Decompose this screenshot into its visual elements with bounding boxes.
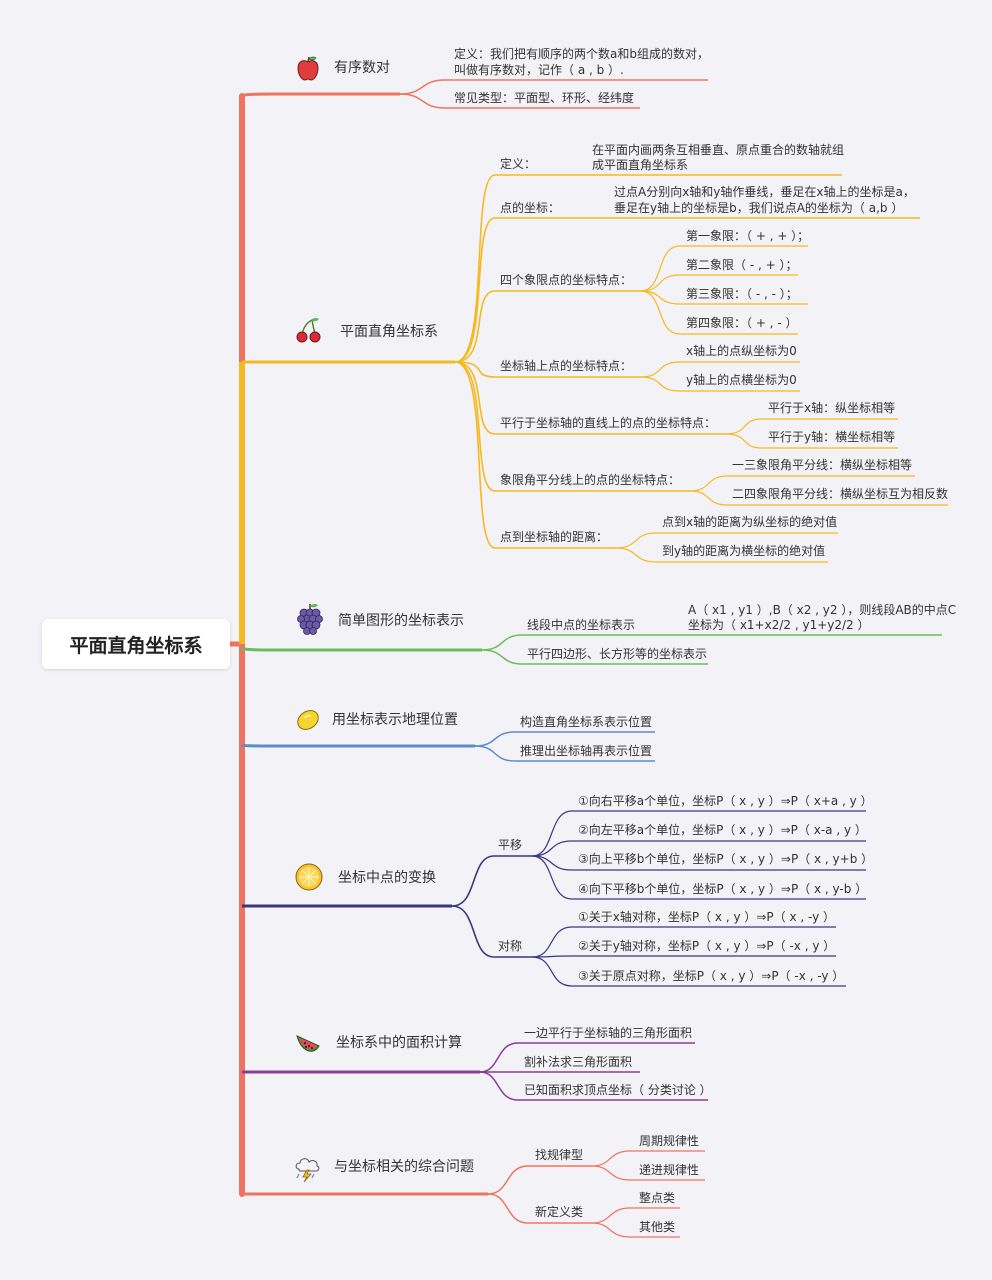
branch-label-simple-shapes[interactable]: 简单图形的坐标表示 (338, 613, 464, 629)
shapes-parallelogram: 平行四边形、长方形等的坐标表示 (527, 647, 708, 661)
storm-cloud-icon (295, 1158, 320, 1183)
ordered-pair-definition-line-1: 定义：我们把有顺序的两个数a和b组成的数对， (454, 47, 709, 61)
branch-label-area[interactable]: 坐标系中的面积计算 (336, 1035, 462, 1051)
pattern-progressive: 递进规律性 (639, 1163, 700, 1177)
symmetry-x-axis: ①关于x轴对称，坐标P（ x , y ）⇒P（ x , -y ） (578, 910, 836, 924)
cs-quadrant-label[interactable]: 四个象限点的坐标特点： (500, 273, 633, 287)
watermelon-icon (296, 1035, 320, 1052)
ordered-pair-definition-line-2: 叫做有序数对，记作（ a , b ）. (454, 63, 624, 77)
new-definition-other: 其他类 (639, 1220, 676, 1234)
area-find-vertex: 已知面积求顶点坐标（ 分类讨论 ） (524, 1083, 712, 1097)
lemon-icon (297, 710, 319, 730)
quadrant-4: 第四象限：（ + , - ） (686, 316, 798, 330)
translate-up: ③向上平移b个单位，坐标P（ x , y ）⇒P（ x , y+b ） (578, 852, 874, 866)
symmetry-origin: ③关于原点对称，坐标P（ x , y ）⇒P（ -x , -y ） (578, 969, 845, 983)
area-parallel-side-triangle: 一边平行于坐标轴的三角形面积 (524, 1026, 693, 1040)
branch-label-comprehensive[interactable]: 与坐标相关的综合问题 (334, 1159, 474, 1175)
comprehensive-pattern-label[interactable]: 找规律型 (535, 1148, 584, 1162)
quadrant-3: 第三象限：（ - , - ）； (686, 287, 798, 301)
axis-point-x: x轴上的点纵坐标为0 (686, 344, 797, 358)
branch-label-ordered-pair[interactable]: 有序数对 (334, 60, 390, 76)
shapes-midpoint-detail-2: 坐标为（ x1+x2/2 , y1+y2/2 ） (688, 618, 870, 632)
branch-label-transform[interactable]: 坐标中点的变换 (338, 870, 436, 886)
cs-point-coordinate-detail-2: 垂足在y轴上的坐标是b，我们说点A的坐标为（ a,b ） (614, 201, 904, 215)
branch-label-coordinate-system[interactable]: 平面直角坐标系 (340, 324, 438, 340)
cs-point-coordinate-detail-1: 过点A分别向x轴和y轴作垂线，垂足在x轴上的坐标是a， (614, 185, 915, 199)
translate-down: ④向下平移b个单位，坐标P（ x , y ）⇒P（ x , y-b ） (578, 882, 868, 896)
quadrant-2: 第二象限（ - , + ）； (686, 258, 798, 272)
quadrant-1: 第一象限：（ + , + ）； (686, 229, 810, 243)
ordered-pair-types: 常见类型：平面型、环形、经纬度 (454, 91, 635, 105)
translate-right: ①向右平移a个单位，坐标P（ x , y ）⇒P（ x+a , y ） (578, 794, 873, 808)
axis-point-y: y轴上的点横坐标为0 (686, 373, 797, 387)
transform-translate-label[interactable]: 平移 (498, 838, 523, 852)
bisector-1-3: 一三象限角平分线：横纵坐标相等 (732, 458, 913, 472)
cherry-icon (296, 318, 321, 343)
orange-slice-icon (295, 863, 323, 891)
branch-label-geo-location[interactable]: 用坐标表示地理位置 (332, 712, 458, 728)
parallel-y: 平行于y轴：横坐标相等 (768, 430, 896, 444)
apple-icon (297, 56, 319, 81)
geo-infer-axes: 推理出坐标轴再表示位置 (520, 744, 653, 758)
distance-x-axis: 点到x轴的距离为纵坐标的绝对值 (662, 515, 838, 529)
grapes-icon (297, 604, 323, 635)
shapes-midpoint-label[interactable]: 线段中点的坐标表示 (527, 618, 636, 632)
cs-definition-detail-2: 成平面直角坐标系 (592, 158, 689, 172)
comprehensive-new-definition-label[interactable]: 新定义类 (535, 1205, 584, 1219)
transform-symmetry-label[interactable]: 对称 (498, 939, 523, 953)
cs-bisector-label[interactable]: 象限角平分线上的点的坐标特点： (500, 473, 681, 487)
cs-parallel-line-label[interactable]: 平行于坐标轴的直线上的点的坐标特点： (500, 416, 717, 430)
root-node[interactable]: 平面直角坐标系 (42, 619, 230, 669)
distance-y-axis: 到y轴的距离为横坐标的绝对值 (662, 544, 826, 558)
cs-definition-label[interactable]: 定义： (500, 157, 537, 171)
area-cut-fill-method: 割补法求三角形面积 (524, 1055, 633, 1069)
symmetry-y-axis: ②关于y轴对称，坐标P（ x , y ）⇒P（ -x , y ） (578, 939, 836, 953)
shapes-midpoint-detail-1: A（ x1 , y1 ）,B（ x2 , y2 ），则线段AB的中点C (688, 603, 957, 617)
translate-left: ②向左平移a个单位，坐标P（ x , y ）⇒P（ x-a , y ） (578, 823, 867, 837)
parallel-x: 平行于x轴：纵坐标相等 (768, 401, 896, 415)
cs-point-coordinate-label[interactable]: 点的坐标： (500, 201, 561, 215)
geo-construct-system: 构造直角坐标系表示位置 (520, 715, 653, 729)
cs-distance-label[interactable]: 点到坐标轴的距离： (500, 530, 609, 544)
new-definition-integer-points: 整点类 (639, 1191, 676, 1205)
bisector-2-4: 二四象限角平分线：横纵坐标互为相反数 (732, 487, 949, 501)
cs-definition-detail-1: 在平面内画两条互相垂直、原点重合的数轴就组 (592, 143, 845, 157)
pattern-periodic: 周期规律性 (639, 1134, 700, 1148)
cs-axis-point-label[interactable]: 坐标轴上点的坐标特点： (500, 359, 633, 373)
